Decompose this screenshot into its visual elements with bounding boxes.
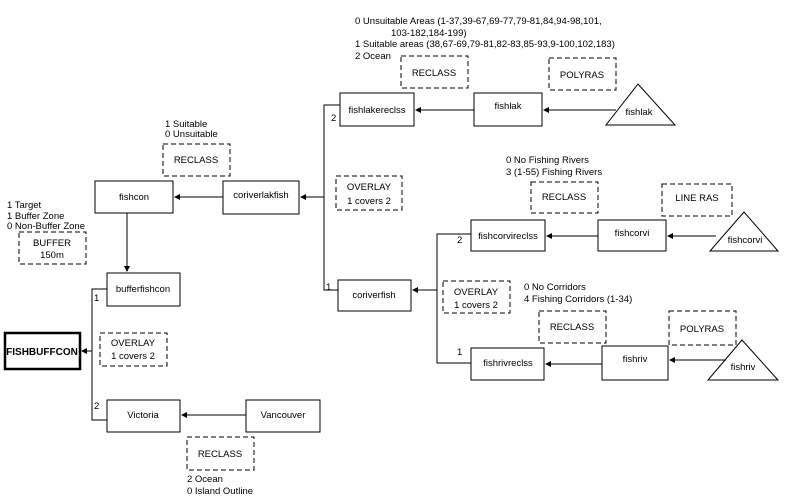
node-coriverlakfish [222, 180, 300, 215]
svg-text:RECLASS: RECLASS [174, 155, 218, 166]
node-bufferfishcon [106, 272, 181, 307]
polyras-riv-op [668, 310, 737, 346]
svg-text:Vancouver: Vancouver [261, 410, 306, 421]
reclass-riv-op [538, 310, 607, 344]
node-vancouver [245, 399, 321, 433]
svg-text:RECLASS: RECLASS [550, 322, 594, 333]
source-fishlak-triangle [604, 83, 677, 126]
svg-text:OVERLAY: OVERLAY [111, 338, 156, 349]
svg-text:fishcorvireclss: fishcorvireclss [478, 231, 538, 242]
svg-text:0 Unsuitable Areas (1-37,39-67: 0 Unsuitable Areas (1-37,39-67,69-77,79-… [355, 16, 602, 27]
svg-text:0 Non-Buffer Zone: 0 Non-Buffer Zone [7, 221, 85, 232]
overlay-top-op [335, 175, 403, 211]
corridor-reclass-notes: 0 No Corridors 4 Fishing Corridors (1-34… [524, 282, 632, 305]
svg-text:fishriv: fishriv [623, 354, 648, 365]
svg-text:1 Target: 1 Target [7, 200, 42, 211]
node-fishlakereclss [339, 92, 415, 127]
svg-text:0 No Corridors: 0 No Corridors [524, 282, 586, 293]
svg-text:fishlakereclss: fishlakereclss [348, 105, 405, 116]
svg-text:3 (1-55) Fishing Rivers: 3 (1-55) Fishing Rivers [506, 167, 602, 178]
svg-text:fishlak: fishlak [495, 101, 522, 112]
svg-text:POLYRAS: POLYRAS [680, 324, 724, 335]
overlay-bracket-rivers [436, 233, 471, 364]
node-fishriv [601, 345, 669, 381]
svg-text:fishcon: fishcon [119, 192, 149, 203]
svg-text:1: 1 [326, 282, 331, 293]
lineras-op [661, 183, 733, 217]
node-victoria [106, 399, 181, 433]
svg-text:OVERLAY: OVERLAY [454, 287, 499, 298]
svg-text:coriverlakfish: coriverlakfish [233, 190, 288, 201]
svg-text:bufferfishcon: bufferfishcon [116, 284, 170, 295]
svg-text:fishriv: fishriv [731, 362, 756, 373]
svg-text:POLYRAS: POLYRAS [560, 70, 604, 81]
svg-text:fishlak: fishlak [626, 107, 653, 118]
svg-text:RECLASS: RECLASS [412, 68, 456, 79]
node-coriverfish [337, 279, 412, 312]
overlay-rivers-op [442, 280, 511, 314]
svg-text:2 Ocean: 2 Ocean [355, 51, 391, 62]
polyras-lake-op [548, 57, 617, 91]
node-fishlak [473, 92, 543, 127]
svg-text:1 Suitable areas (38,67-69,79: 1 Suitable areas (38,67-69,79-81,82-83,8… [355, 39, 615, 50]
svg-text:0 Unsuitable: 0 Unsuitable [165, 129, 218, 140]
buffer-notes: 1 Target 1 Buffer Zone 0 Non-Buffer Zone [7, 200, 85, 232]
svg-text:2: 2 [331, 113, 336, 124]
buffer-op [18, 231, 87, 265]
reclass-corvi-op [530, 181, 599, 214]
svg-text:2: 2 [457, 235, 462, 246]
overlay-final-op [99, 332, 168, 367]
svg-text:2 Ocean: 2 Ocean [187, 474, 223, 485]
svg-text:103-182,184-199): 103-182,184-199) [391, 28, 467, 39]
overlay-bracket-final [91, 288, 107, 421]
node-fishcorvi [597, 219, 667, 252]
reclass-fishcon-op [162, 143, 231, 177]
svg-text:FISHBUFFCON: FISHBUFFCON [6, 347, 78, 358]
svg-text:fishcorvi: fishcorvi [615, 228, 650, 239]
svg-text:coriverfish: coriverfish [352, 290, 395, 301]
svg-text:150m: 150m [40, 250, 64, 261]
node-fishrivreclss [470, 347, 545, 381]
svg-text:1 covers 2: 1 covers 2 [111, 351, 155, 362]
svg-text:0 Island Outline: 0 Island Outline [187, 486, 253, 497]
svg-text:1 Suitable: 1 Suitable [165, 119, 207, 130]
island-reclass-notes: 2 Ocean 0 Island Outline [187, 474, 253, 497]
svg-text:Victoria: Victoria [127, 410, 159, 421]
fishcon-reclass-notes: 1 Suitable 0 Unsuitable [165, 119, 218, 140]
svg-text:1 covers 2: 1 covers 2 [347, 196, 391, 207]
reclass-island-op [186, 436, 255, 471]
svg-text:OVERLAY: OVERLAY [347, 182, 392, 193]
lake-reclass-notes: 0 Unsuitable Areas (1-37,39-67,69-77,79-… [355, 16, 615, 62]
svg-text:1 covers 2: 1 covers 2 [454, 300, 498, 311]
svg-text:2: 2 [94, 401, 99, 412]
reclass-lake-op [400, 55, 469, 89]
source-fishcorvi-triangle [708, 211, 780, 252]
svg-text:1: 1 [457, 347, 462, 358]
node-fishbuffcon-output [3, 331, 82, 371]
svg-text:RECLASS: RECLASS [198, 449, 242, 460]
svg-text:RECLASS: RECLASS [542, 192, 586, 203]
svg-text:BUFFER: BUFFER [33, 238, 71, 249]
node-fishcon [94, 180, 174, 214]
svg-text:LINE RAS: LINE RAS [675, 193, 718, 204]
svg-text:1: 1 [94, 293, 99, 304]
svg-text:4 Fishing Corridors (1-34): 4 Fishing Corridors (1-34) [524, 294, 632, 305]
svg-text:fishcorvi: fishcorvi [728, 235, 763, 246]
svg-text:1 Buffer Zone: 1 Buffer Zone [7, 211, 64, 222]
corvi-reclass-notes: 0 No Fishing Rivers 3 (1-55) Fishing Riv… [506, 155, 602, 178]
svg-text:0 No Fishing Rivers: 0 No Fishing Rivers [506, 155, 589, 166]
svg-text:fishrivreclss: fishrivreclss [483, 358, 533, 369]
node-fishcorvireclss [470, 219, 546, 252]
